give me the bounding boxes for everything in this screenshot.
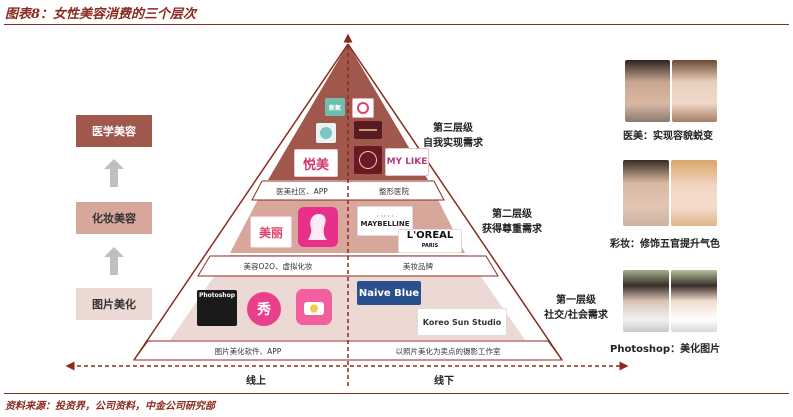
photoshop-logo: Photoshop	[197, 290, 237, 326]
band-mid-right-text: 美妆品牌	[403, 262, 433, 271]
level-medical-beauty: 医学美容	[76, 115, 152, 147]
source-note: 资料来源：投资界，公司资料，中金公司研究部	[5, 401, 215, 412]
caption-photoshop: Photoshop：美化图片	[610, 344, 721, 355]
level-makeup-beauty: 化妆美容	[76, 202, 152, 234]
meili-logo: 美丽	[250, 216, 292, 248]
photoshop-text: Photoshop	[198, 292, 235, 299]
axis-label-offline: 线下	[434, 376, 454, 387]
title-rule	[4, 24, 789, 25]
band-bottom-left-text: 图片美化软件、APP	[214, 347, 282, 356]
caption-makeup: 彩妆：修饰五官提升气色	[610, 239, 720, 250]
ring-logo	[352, 98, 374, 118]
loreal-sub-text: PARIS	[421, 243, 439, 249]
level-photo-beautify: 图片美化	[76, 288, 152, 320]
up-arrow-icon	[104, 247, 124, 275]
before-makeup-photo	[623, 160, 669, 226]
meitu-xiuxiu-logo: 秀	[247, 292, 281, 326]
circle-icon	[320, 127, 332, 139]
band-bottom-right-text: 以照片美化为卖点的摄影工作室	[395, 347, 501, 356]
band-top-right-text: 整形医院	[379, 187, 409, 196]
band-mid-left-text: 美容O2O、虚拟化妆	[243, 262, 313, 271]
up-arrow-icon	[104, 159, 124, 187]
axis-label-online: 线上	[246, 376, 266, 387]
xinyang-logo: 新氧	[325, 98, 345, 116]
tier-label-2: 第二层级获得尊重需求	[482, 209, 542, 235]
after-makeup-photo	[671, 160, 717, 226]
koreo-sun-logo: Koreo Sun Studio	[417, 308, 507, 336]
after-photoshop-photo	[671, 270, 717, 332]
band-top	[251, 180, 445, 201]
band-top-left-text: 医美社区、APP	[276, 187, 328, 196]
swirl-icon	[357, 102, 369, 114]
woman-profile-icon	[308, 214, 327, 240]
figure-title: 图表8：女性美容消费的三个层次	[5, 7, 197, 22]
dark-clinic-logo	[354, 121, 382, 139]
before-surgery-photo	[625, 60, 670, 122]
before-photoshop-photo	[623, 270, 669, 332]
camera-app-logo	[296, 289, 332, 325]
circle-app-logo	[316, 123, 336, 143]
source-rule	[4, 393, 789, 394]
tier-label-3: 第三层级自我实现需求	[423, 123, 483, 149]
camera-icon	[304, 302, 324, 315]
mylike-logo: MY LIKE	[385, 148, 429, 176]
red-clinic-logo	[354, 146, 382, 174]
tier-label-1: 第一层级社交/社会需求	[544, 295, 608, 321]
maybelline-text: MAYBELLINE	[360, 220, 410, 228]
caption-medical: 医美：实现容貌蜕变	[623, 131, 713, 142]
yuemei-logo: 悦美	[294, 149, 338, 177]
after-surgery-photo	[672, 60, 717, 122]
loreal-text: L'ORÉAL	[406, 230, 454, 241]
meitu-makeup-logo	[298, 207, 338, 247]
naive-blue-logo: Naive Blue	[357, 281, 421, 305]
loreal-logo: L'ORÉAL PARIS	[398, 229, 462, 253]
